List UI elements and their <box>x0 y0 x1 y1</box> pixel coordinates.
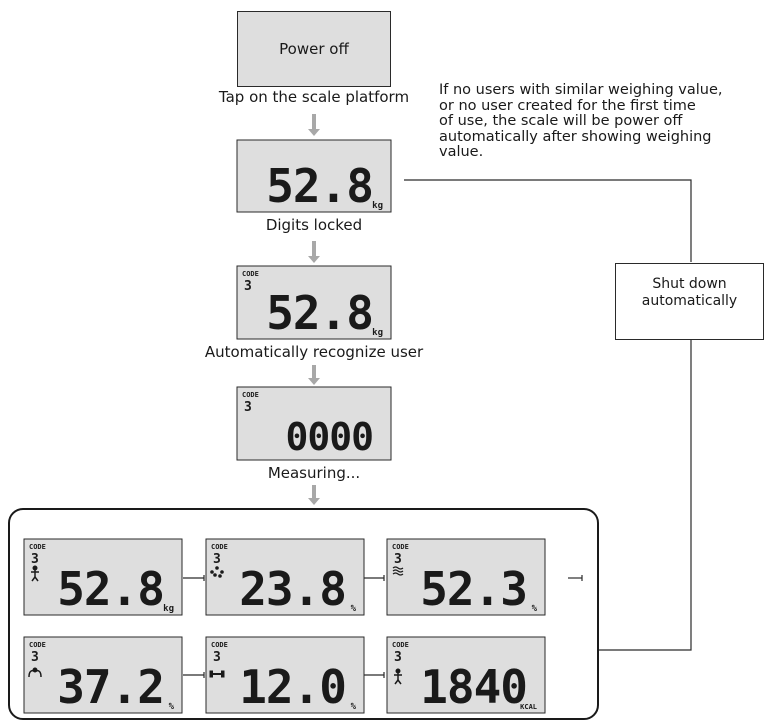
tap-label: Tap on the scale platform <box>218 88 410 106</box>
person-icon <box>394 668 402 685</box>
down-arrow <box>308 241 320 263</box>
code-label: CODE <box>29 543 46 551</box>
lcd-value: 52.8 <box>57 562 164 616</box>
digits-locked-label: Digits locked <box>265 216 363 234</box>
user-number: 3 <box>213 552 221 567</box>
lcd-value: 1840 <box>420 660 527 714</box>
shut-down-label: Shut down automatically <box>641 276 738 309</box>
bone-icon <box>209 670 225 678</box>
user-number: 3 <box>244 279 252 294</box>
connector-line <box>598 340 692 651</box>
lcd-value: 52.3 <box>420 562 527 616</box>
unit-label: kg <box>163 604 174 614</box>
code-label: CODE <box>211 641 228 649</box>
user-number: 3 <box>31 552 39 567</box>
code-label: CODE <box>392 543 409 551</box>
lcd-value: 23.8 <box>239 562 346 616</box>
power-off-box: Power off <box>237 11 391 87</box>
lcd-value: 52.8 <box>266 286 373 340</box>
unit-label: % <box>532 604 538 614</box>
user-number: 3 <box>394 552 402 567</box>
measuring-label: Measuring... <box>267 464 361 482</box>
unit-label: % <box>169 702 175 712</box>
user-number: 3 <box>31 650 39 665</box>
code-label: CODE <box>392 641 409 649</box>
code-label: CODE <box>242 270 259 278</box>
body-fat-icon <box>210 566 224 578</box>
lcd-value: 0000 <box>285 415 373 459</box>
unit-label: % <box>351 604 357 614</box>
person-icon <box>31 565 39 582</box>
down-arrow <box>308 114 320 136</box>
down-arrow <box>308 485 320 505</box>
muscle-icon <box>28 667 42 678</box>
down-arrow <box>308 365 320 385</box>
water-icon <box>392 566 404 576</box>
unit-label: kg <box>372 201 383 211</box>
user-number: 3 <box>244 400 252 415</box>
code-label: CODE <box>29 641 46 649</box>
lcd-value: 37.2 <box>57 660 164 714</box>
user-number: 3 <box>213 650 221 665</box>
code-label: CODE <box>211 543 228 551</box>
result-arrows <box>183 575 583 678</box>
unit-label: KCAL <box>520 703 537 711</box>
lcd-value: 52.8 <box>266 159 373 213</box>
code-label: CODE <box>242 391 259 399</box>
user-number: 3 <box>394 650 402 665</box>
lcd-value: 12.0 <box>239 660 346 714</box>
shut-down-box: Shut down automatically <box>615 263 764 340</box>
auto-off-note: If no users with similar weighing value,… <box>439 82 723 160</box>
unit-label: kg <box>372 328 383 338</box>
recognize-user-label: Automatically recognize user <box>204 343 424 361</box>
connector-line <box>404 179 692 262</box>
unit-label: % <box>351 702 357 712</box>
